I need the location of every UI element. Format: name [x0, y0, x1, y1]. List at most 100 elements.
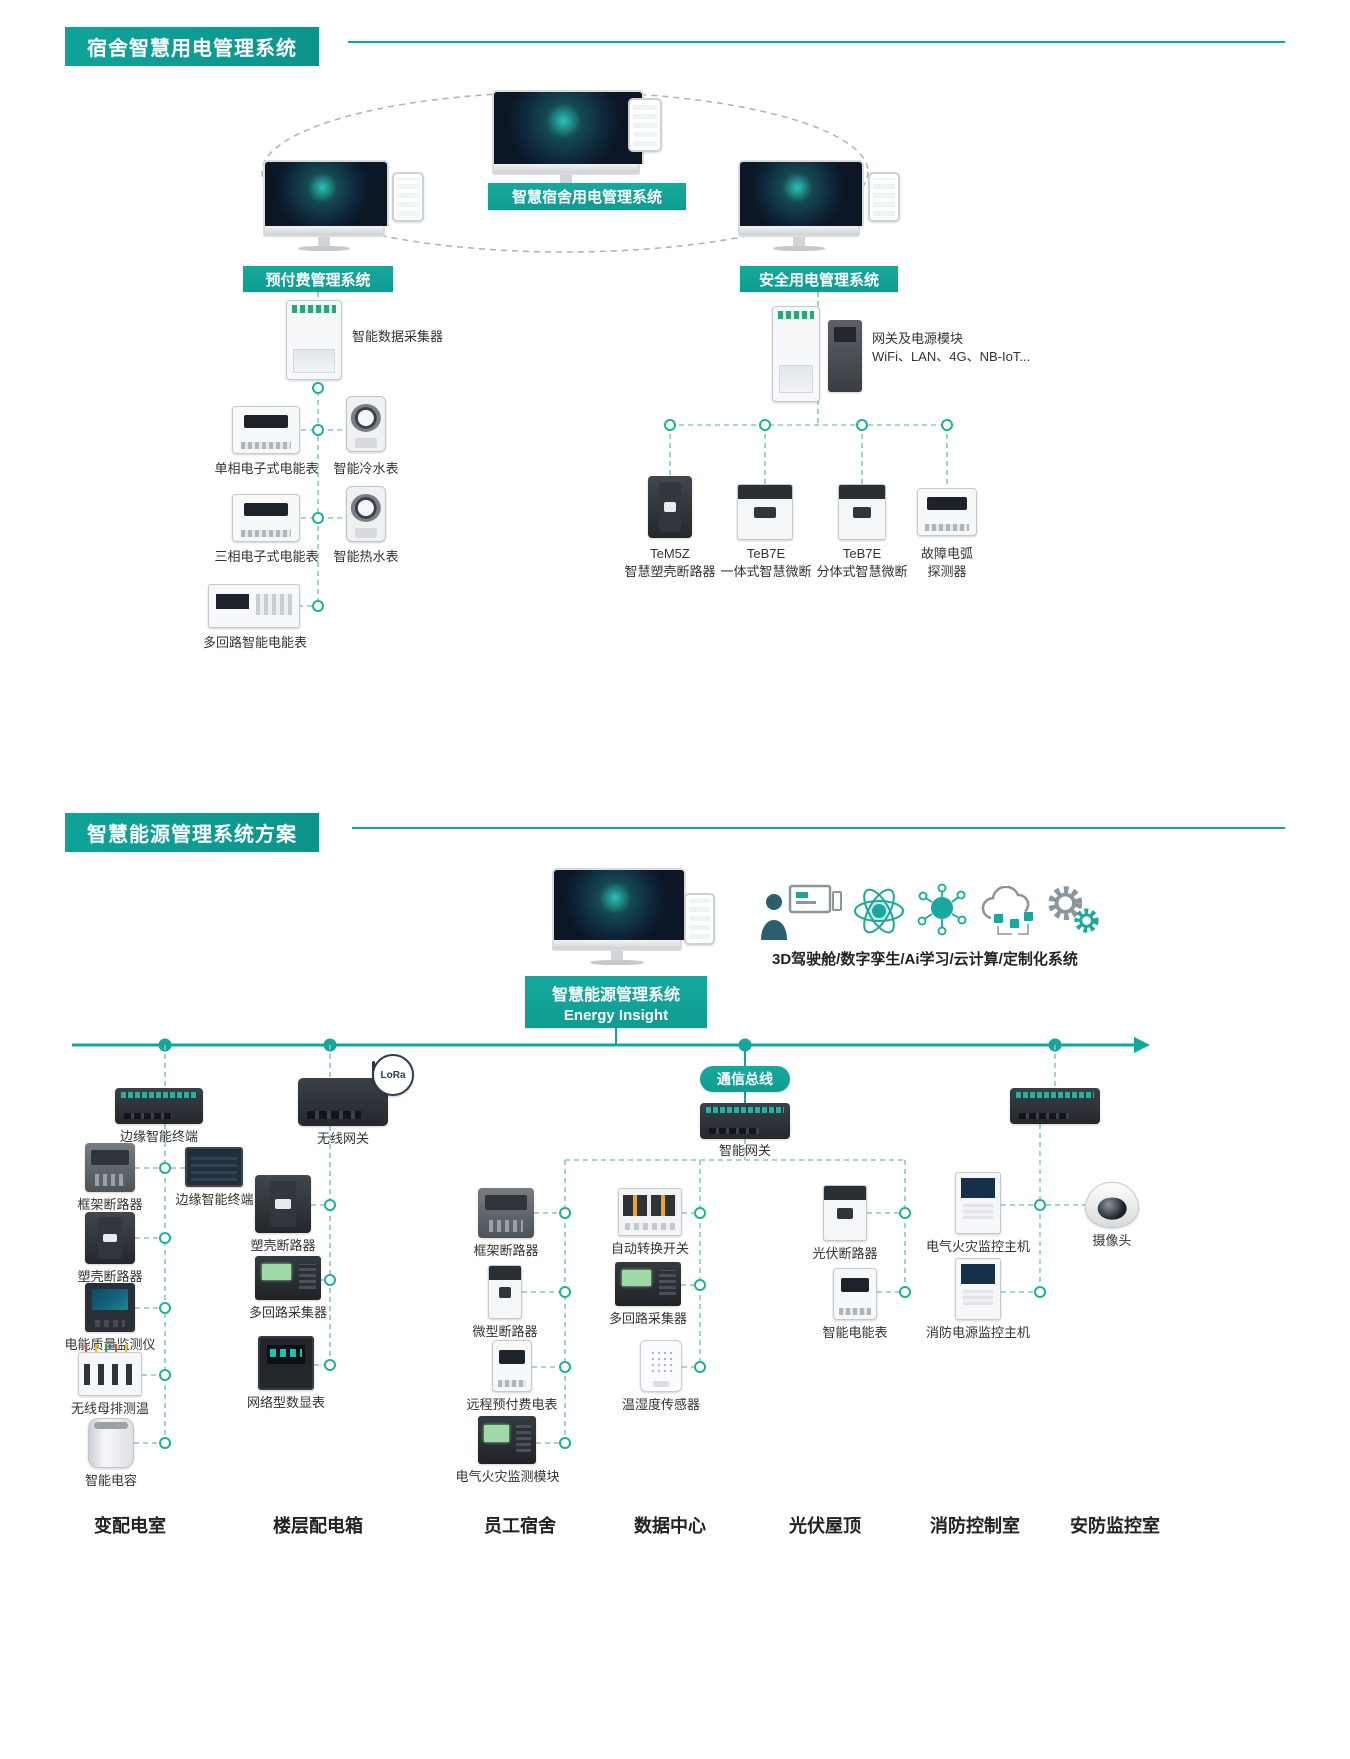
ems-badge-title: 智慧能源管理系统: [551, 986, 680, 1004]
device-prepaid-meter: [492, 1340, 532, 1392]
monitor-base: [298, 246, 350, 251]
monitor-chin: [492, 164, 640, 175]
badge-safe-power-system: 安全用电管理系统: [740, 266, 898, 292]
device-multicircuit-collector-1: [255, 1256, 321, 1300]
device-mccb-2: [255, 1175, 311, 1233]
label-camera: 摄像头: [1092, 1233, 1132, 1248]
device-power-module: [828, 320, 862, 392]
label-prepaid-meter: 远程预付费电表: [466, 1397, 558, 1412]
coltitle-substation: 变配电室: [94, 1516, 166, 1536]
section1-header-line: [348, 41, 1285, 43]
label-smart-data-collector: 智能数据采集器: [352, 329, 444, 344]
device-multicircuit-collector-2: [615, 1262, 681, 1306]
monitor-stand: [318, 237, 330, 246]
ai-network-icon: [917, 883, 967, 936]
phone-left: [392, 172, 424, 222]
device-mccb-1: [85, 1212, 135, 1264]
lora-text: LoRa: [380, 1069, 406, 1081]
device-gateway-module: [772, 306, 820, 402]
device-temp-humidity-sensor: [640, 1340, 682, 1392]
badge-prepaid-system: 预付费管理系统: [243, 266, 393, 292]
device-smart-capacitor: [88, 1418, 134, 1468]
device-single-phase-meter: [232, 406, 300, 454]
device-power-quality-monitor: [85, 1283, 135, 1332]
monitor-chin: [552, 940, 682, 951]
label-smart-gateway: 智能网关: [718, 1143, 771, 1158]
device-tem5z-mccb: [648, 476, 692, 538]
device-teb7e-split: [838, 484, 886, 540]
label-temp-humidity-sensor: 温湿度传感器: [621, 1397, 700, 1412]
label-busbar-temp-sensor: 无线母排测温: [70, 1401, 149, 1416]
label-frame-breaker-2: 框架断路器: [473, 1243, 539, 1258]
coltitle-dormitory: 员工宿舍: [484, 1516, 556, 1536]
device-fire-power-monitor-host: [955, 1258, 1001, 1320]
label-hot-water-meter: 智能热水表: [333, 549, 399, 564]
monitor-screen: [263, 160, 389, 226]
device-pv-breaker: [823, 1185, 867, 1241]
label-multicircuit-collector-2: 多回路采集器: [608, 1311, 687, 1326]
monitor-stand: [560, 175, 572, 184]
section1-header: 宿舍智慧用电管理系统: [65, 27, 319, 66]
device-electrical-fire-module: [478, 1416, 536, 1464]
device-network-display-meter: [258, 1336, 314, 1390]
label-fire-power-monitor-host: 消防电源监控主机: [925, 1325, 1030, 1340]
label-electrical-fire-module: 电气火灾监测模块: [455, 1469, 560, 1484]
label-frame-breaker-1: 框架断路器: [77, 1197, 143, 1212]
device-multicircuit-smart-meter: [208, 584, 300, 628]
device-mini-breaker: [488, 1265, 522, 1319]
label-multicircuit-smart-meter: 多回路智能电能表: [202, 635, 307, 650]
label-edge-terminal: 边缘智能终端: [119, 1129, 198, 1144]
device-smart-data-collector: [286, 300, 342, 380]
monitor-chin: [263, 226, 385, 237]
label-teb7e-integrated: TeB7E 一体式智慧微断: [720, 546, 812, 579]
label-cold-water-meter: 智能冷水表: [333, 461, 399, 476]
device-cold-water-meter: [346, 396, 386, 452]
coltitle-datacenter: 数据中心: [634, 1516, 706, 1536]
label-mini-breaker: 微型断路器: [472, 1324, 538, 1339]
device-wireless-gateway: [298, 1061, 388, 1126]
monitor-left: [263, 160, 389, 251]
monitor-center: [492, 90, 644, 189]
badge-dorm-ems: 智慧宿舍用电管理系统: [488, 183, 686, 210]
coltitle-pv-roof: 光伏屋顶: [789, 1516, 861, 1536]
cloud-computing-icon: [981, 886, 1033, 935]
label-multicircuit-collector-1: 多回路采集器: [248, 1305, 327, 1320]
device-camera: [1085, 1182, 1139, 1228]
label-smart-energy-meter: 智能电能表: [822, 1325, 888, 1340]
coltitle-floor-box: 楼层配电箱: [273, 1516, 363, 1536]
label-gateway-power-module: 网关及电源模块 WiFi、LAN、4G、NB-IoT...: [872, 331, 1031, 364]
tech-capabilities-label: 3D驾驶舱/数字孪生/Ai学习/云计算/定制化系统: [772, 951, 1078, 968]
device-edge-terminal-screen: [185, 1147, 243, 1187]
device-teb7e-integrated: [737, 484, 793, 540]
lora-badge: LoRa: [372, 1054, 414, 1096]
device-three-phase-meter: [232, 494, 300, 542]
section2-header-line: [352, 827, 1285, 829]
phone-right: [868, 172, 900, 222]
monitor-chin: [738, 226, 860, 237]
device-busbar-temp-sensor: [78, 1344, 142, 1396]
label-mccb-1: 塑壳断路器: [77, 1269, 143, 1284]
monitor-screen: [492, 90, 644, 164]
badge-energy-insight: 智慧能源管理系统 Energy Insight: [525, 976, 707, 1028]
label-fire-monitor-host: 电气火灾监控主机: [925, 1239, 1030, 1254]
monitor-screen: [552, 868, 686, 940]
device-arc-fault-detector: [917, 488, 977, 536]
label-single-phase-meter: 单相电子式电能表: [214, 461, 319, 476]
label-auto-transfer-switch: 自动转换开关: [610, 1241, 689, 1256]
monitor-base: [773, 246, 825, 251]
ems-badge-subtitle: Energy Insight: [563, 1006, 669, 1024]
monitor-stand: [793, 237, 805, 246]
coltitle-fire-room: 消防控制室: [930, 1516, 1020, 1536]
badge-comm-bus: 通信总线: [700, 1066, 790, 1092]
label-network-display-meter: 网络型数显表: [246, 1395, 325, 1410]
label-edge-terminal-screen: 边缘智能终端: [175, 1192, 254, 1207]
label-wireless-gateway: 无线网关: [316, 1131, 369, 1146]
monitor-stand: [611, 951, 623, 960]
device-security-gateway: [1010, 1088, 1100, 1124]
label-three-phase-meter: 三相电子式电能表: [214, 549, 319, 564]
customization-gears-icon: [1048, 886, 1099, 933]
phone-center: [628, 98, 662, 152]
digital-twin-atom-icon: [854, 888, 904, 934]
label-pv-breaker: 光伏断路器: [812, 1246, 878, 1261]
